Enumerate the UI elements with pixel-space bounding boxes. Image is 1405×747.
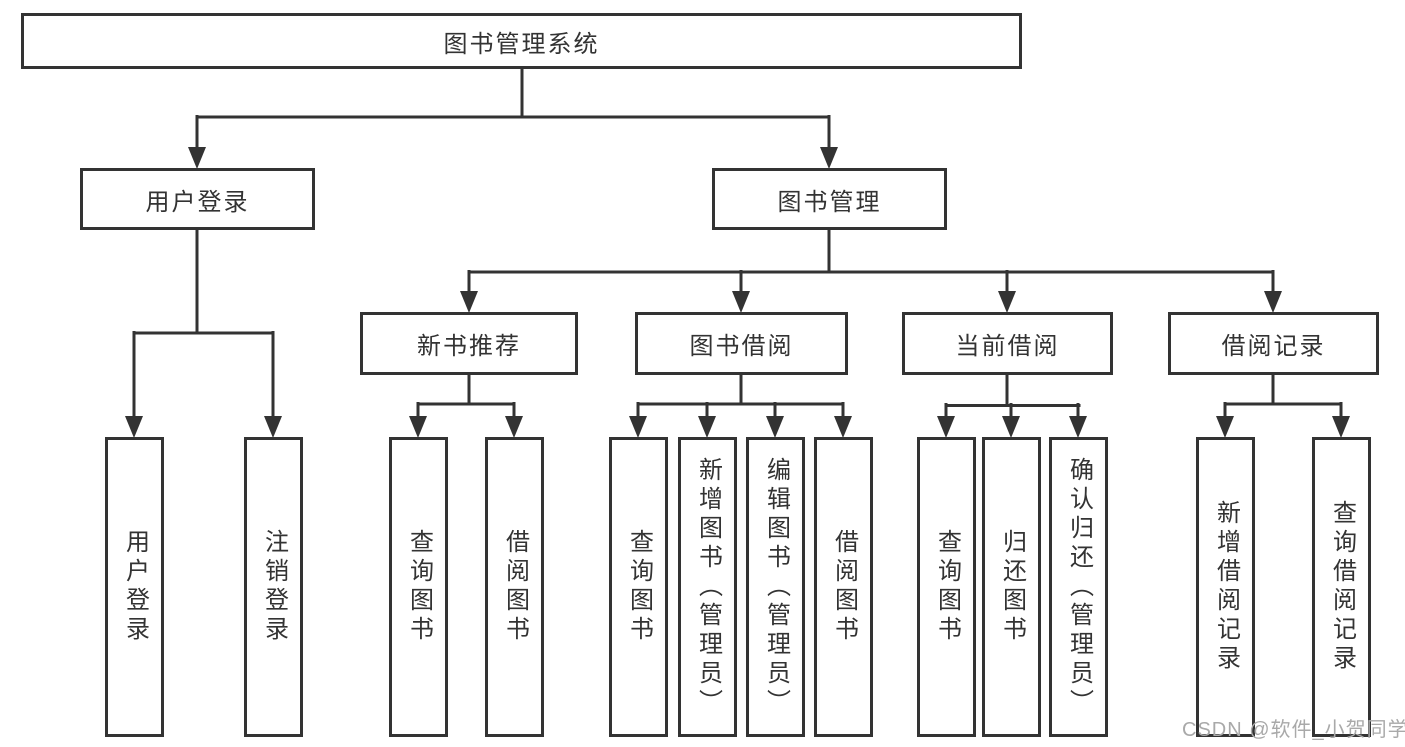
leaf-user-login: 用户登录 bbox=[105, 437, 164, 737]
leaf-user-login-label: 用户登录 bbox=[121, 529, 149, 645]
leaf-confirm-return-admin: 确认归还（管理员） bbox=[1049, 437, 1108, 737]
leaf-borrow-books-recommend: 借阅图书 bbox=[485, 437, 544, 737]
leaf-borrow-books: 借阅图书 bbox=[814, 437, 873, 737]
node-user-login: 用户登录 bbox=[80, 168, 315, 230]
leaf-return-book: 归还图书 bbox=[982, 437, 1041, 737]
leaf-add-borrow-record-label: 新增借阅记录 bbox=[1212, 500, 1240, 674]
node-book-borrow-label: 图书借阅 bbox=[689, 333, 794, 360]
leaf-return-book-label: 归还图书 bbox=[998, 529, 1026, 645]
node-current-borrow: 当前借阅 bbox=[902, 312, 1113, 375]
leaf-query-borrow-record: 查询借阅记录 bbox=[1312, 437, 1371, 737]
leaf-add-borrow-record: 新增借阅记录 bbox=[1196, 437, 1255, 737]
node-user-login-label: 用户登录 bbox=[145, 188, 250, 216]
node-root-label: 图书管理系统 bbox=[443, 30, 600, 58]
leaf-add-book-admin: 新增图书（管理员） bbox=[678, 437, 737, 737]
leaf-query-books-current-label: 查询图书 bbox=[933, 529, 961, 645]
node-current-borrow-label: 当前借阅 bbox=[955, 333, 1060, 360]
leaf-query-books-current: 查询图书 bbox=[917, 437, 976, 737]
node-borrow-records: 借阅记录 bbox=[1168, 312, 1379, 375]
node-new-book-recommend: 新书推荐 bbox=[360, 312, 578, 375]
node-root: 图书管理系统 bbox=[21, 13, 1022, 69]
leaf-query-books-borrow: 查询图书 bbox=[609, 437, 668, 737]
leaf-query-books-recommend-label: 查询图书 bbox=[405, 529, 433, 645]
leaf-edit-book-admin: 编辑图书（管理员） bbox=[746, 437, 805, 737]
node-borrow-records-label: 借阅记录 bbox=[1221, 333, 1326, 360]
node-book-management: 图书管理 bbox=[712, 168, 947, 230]
node-book-management-label: 图书管理 bbox=[777, 188, 882, 216]
leaf-add-book-admin-label: 新增图书（管理员） bbox=[694, 456, 722, 718]
leaf-query-borrow-record-label: 查询借阅记录 bbox=[1328, 500, 1356, 674]
leaf-borrow-books-label: 借阅图书 bbox=[830, 529, 858, 645]
leaf-borrow-books-recommend-label: 借阅图书 bbox=[501, 529, 529, 645]
node-new-book-recommend-label: 新书推荐 bbox=[417, 333, 521, 360]
leaf-query-books-borrow-label: 查询图书 bbox=[625, 529, 653, 645]
leaf-confirm-return-admin-label: 确认归还（管理员） bbox=[1065, 456, 1093, 718]
leaf-logout: 注销登录 bbox=[244, 437, 303, 737]
leaf-query-books-recommend: 查询图书 bbox=[389, 437, 448, 737]
csdn-watermark: CSDN @软件_小贺同学 bbox=[1182, 719, 1405, 741]
leaf-edit-book-admin-label: 编辑图书（管理员） bbox=[762, 456, 790, 718]
leaf-logout-label: 注销登录 bbox=[260, 529, 288, 645]
node-book-borrow: 图书借阅 bbox=[635, 312, 848, 375]
